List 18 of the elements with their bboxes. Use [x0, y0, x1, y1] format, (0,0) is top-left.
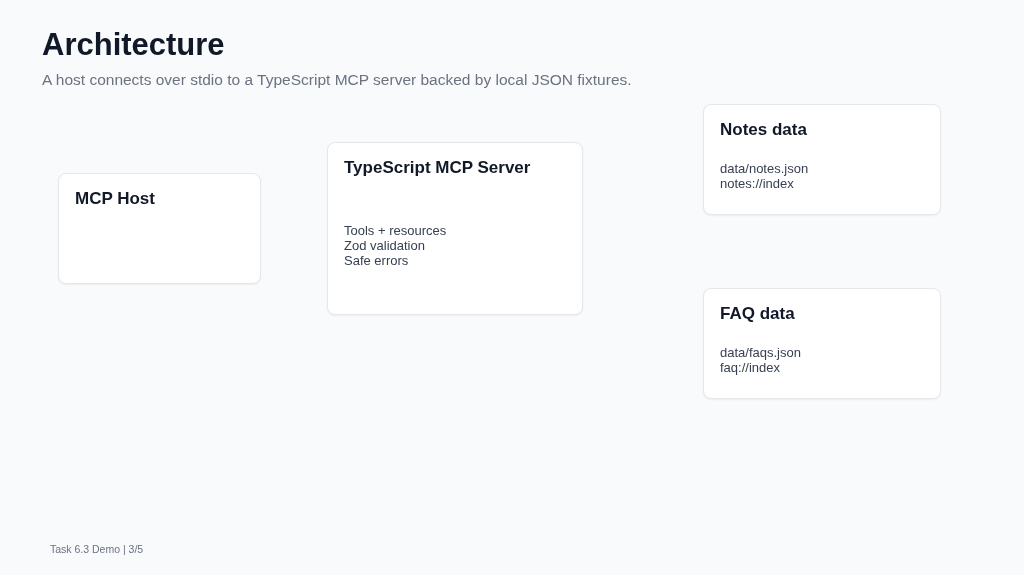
- footer-text: Task 6.3 Demo | 3/5: [50, 543, 144, 555]
- card-text: data/notes.json: [720, 161, 810, 176]
- card-text: Zod validation: [344, 238, 426, 253]
- card-heading: TypeScript MCP Server: [344, 158, 531, 178]
- card-text: notes://index: [720, 176, 795, 191]
- subtitle-text: A host connects over stdio to a TypeScript MCP server backed by local JSON fixtures.: [42, 71, 632, 89]
- card-text: Safe errors: [344, 253, 410, 268]
- card-text: faq://index: [720, 360, 781, 375]
- card-text: data/faqs.json: [720, 345, 802, 360]
- card-heading: FAQ data: [720, 304, 795, 324]
- slide-title: Architecture: [42, 26, 225, 64]
- card: [703, 288, 941, 399]
- card-heading: MCP Host: [75, 189, 155, 209]
- card: [327, 142, 583, 315]
- card-heading: Notes data: [720, 120, 807, 140]
- card-text: Tools + resources: [344, 223, 448, 238]
- card: [58, 173, 261, 284]
- card: [703, 104, 941, 215]
